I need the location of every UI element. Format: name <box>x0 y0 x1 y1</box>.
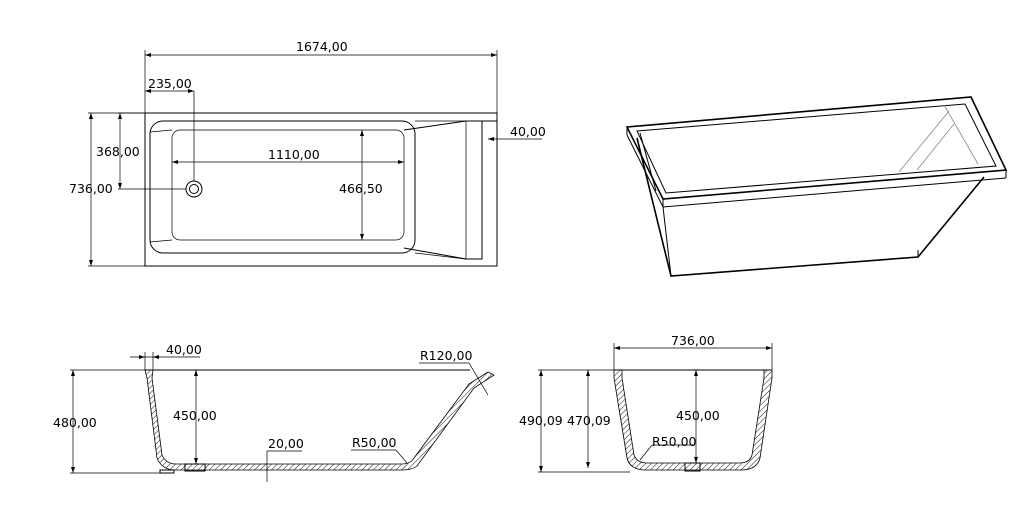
drain-hole <box>185 180 203 198</box>
dim-side-height: 480,00 <box>53 415 97 430</box>
dim-inner-length: 1110,00 <box>268 147 320 162</box>
side-hull-section <box>144 369 495 471</box>
dim-inner-offset: 368,00 <box>96 144 140 159</box>
dim-rim-right: 40,00 <box>510 124 546 139</box>
dim-drain-offset: 235,00 <box>148 76 192 91</box>
iso-rim <box>625 96 1008 200</box>
dim-end-height-b: 470,09 <box>567 413 611 428</box>
dim-side-radius-bottom: R50,00 <box>352 435 397 450</box>
dim-side-inner-depth: 450,00 <box>173 408 217 423</box>
isometric-view <box>625 96 1008 277</box>
end-section-view: 736,00 490,09 470,09 450,00 R50,00 <box>519 333 773 473</box>
dim-overall-length: 1674,00 <box>296 39 348 54</box>
plan-backrest-slope <box>403 120 483 260</box>
plan-basin-floor <box>171 129 405 241</box>
iso-body <box>636 137 985 277</box>
dim-end-radius-bottom: R50,00 <box>652 434 697 449</box>
plan-inner-basin-outline <box>149 120 416 254</box>
side-section-view: 40,00 R120,00 480,00 450,00 20,00 R50,00 <box>53 342 495 482</box>
plan-view: 1674,00 235,00 40,00 368,00 736,00 1110,… <box>69 39 546 267</box>
dim-side-rim: 40,00 <box>166 342 202 357</box>
dim-side-radius-top: R120,00 <box>420 348 472 363</box>
dim-end-width: 736,00 <box>671 333 715 348</box>
dim-end-inner-depth: 450,00 <box>676 408 720 423</box>
plan-outer-rim <box>144 112 498 267</box>
dim-overall-width: 736,00 <box>69 181 113 196</box>
dim-inner-width: 466,50 <box>339 181 383 196</box>
dim-side-wall: 20,00 <box>268 436 304 451</box>
dim-end-height-a: 490,09 <box>519 413 563 428</box>
